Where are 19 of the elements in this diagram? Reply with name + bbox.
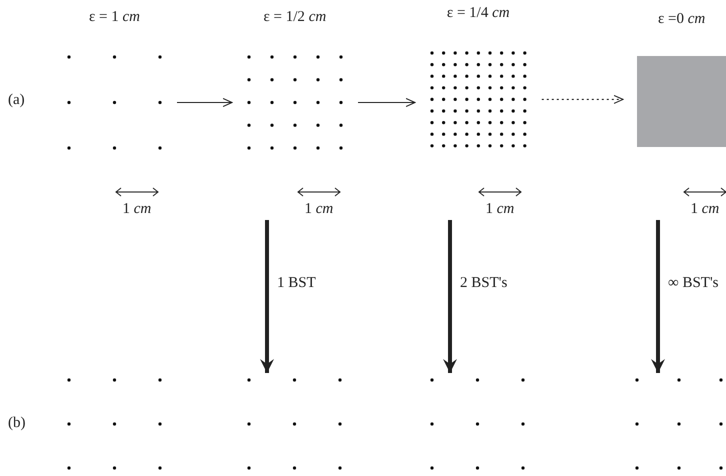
edge-label: 1 BST xyxy=(277,275,316,292)
arrow xyxy=(358,98,416,107)
epsilon-label: ε =0 cm xyxy=(658,11,706,28)
edge-label: 2 BST's xyxy=(460,275,508,292)
epsilon-label: ε = 1 cm xyxy=(89,9,140,26)
arrow xyxy=(443,220,457,373)
arrow xyxy=(651,220,665,373)
edge-label: ∞ BST's xyxy=(668,275,718,292)
panel-label: (b) xyxy=(8,415,26,432)
dimension-label: 1 cm xyxy=(690,201,720,218)
dimension-label: 1 cm xyxy=(486,201,514,218)
epsilon-label: ε = 1/2 cm xyxy=(264,9,326,26)
panel-label: (a) xyxy=(8,92,25,109)
arrow xyxy=(177,98,232,107)
epsilon-label: ε = 1/4 cm xyxy=(446,5,510,22)
dimension-label: 1 cm xyxy=(304,201,334,218)
dimension-label: 1 cm xyxy=(122,201,152,218)
arrow xyxy=(260,220,274,373)
arrow xyxy=(542,94,624,104)
